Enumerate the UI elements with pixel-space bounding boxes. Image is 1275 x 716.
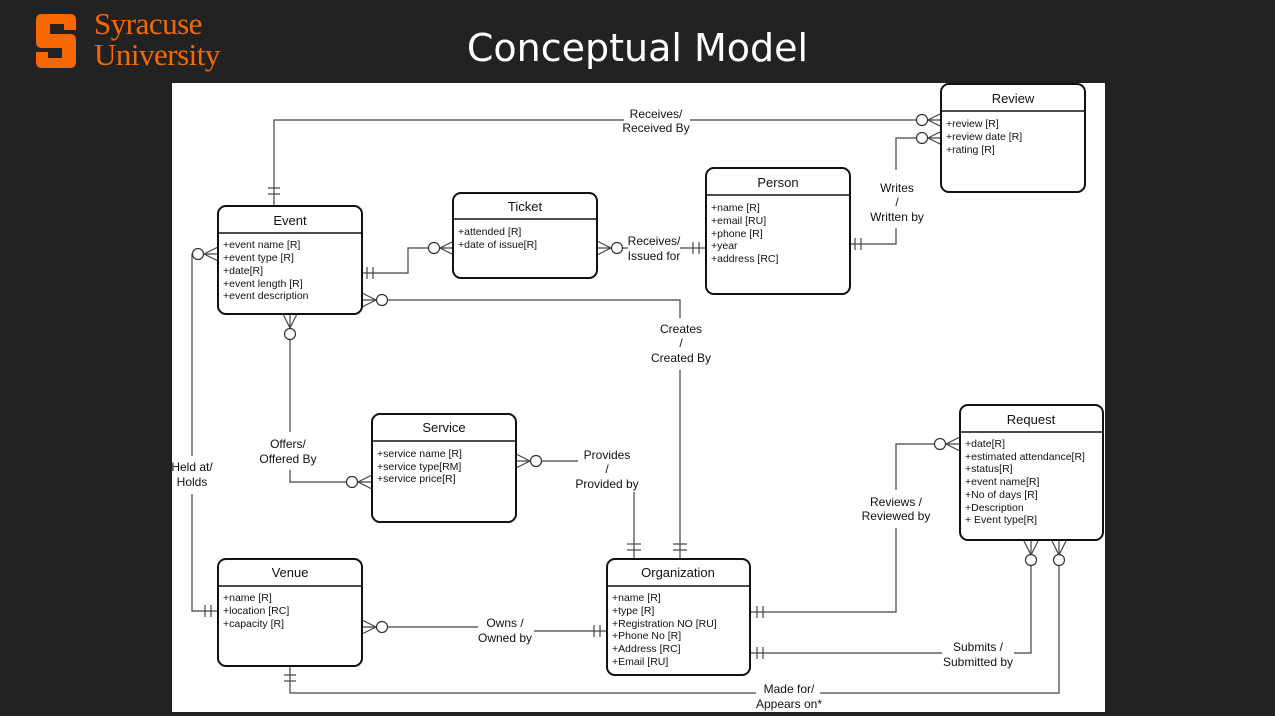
entity-attribute: +Phone No [R] xyxy=(612,630,681,642)
rel-provides-1: Provides xyxy=(584,448,631,462)
connector-event-review xyxy=(273,119,942,205)
entity-attribute: +review [R] xyxy=(946,118,999,130)
entity-request[interactable]: Request +date[R] +estimated attendance[R… xyxy=(959,404,1104,541)
entity-attribute: +Description xyxy=(965,502,1024,514)
entity-attribute: +email [RU] xyxy=(711,215,766,227)
entity-title: Venue xyxy=(272,565,309,580)
entity-attribute: +name [R] xyxy=(711,202,760,214)
entity-attribute: +Registration NO [RU] xyxy=(612,618,717,630)
er-diagram-canvas: Receives/ Received By Writes / Written b… xyxy=(171,83,1105,712)
entity-attribute: +No of days [R] xyxy=(965,489,1038,501)
rel-held-at-2: Holds xyxy=(177,475,208,489)
entity-attribute: +date[R] xyxy=(223,265,263,277)
slide-title: Conceptual Model xyxy=(466,26,809,70)
rel-reviews-1: Reviews / xyxy=(870,495,923,509)
logo-line-2: University xyxy=(94,37,220,72)
entity-attribute: +event type [R] xyxy=(223,252,294,264)
entity-title: Person xyxy=(757,175,798,190)
logo-line-1: Syracuse xyxy=(94,6,202,41)
rel-offers-2: Offered By xyxy=(259,452,316,466)
er-diagram: Receives/ Received By Writes / Written b… xyxy=(171,83,1104,711)
rel-submits-1: Submits / xyxy=(953,640,1004,654)
entity-attribute: +location [RC] xyxy=(223,605,289,617)
rel-held-at-1: Held at/ xyxy=(172,460,213,474)
entity-attribute: +review date [R] xyxy=(946,131,1022,143)
entity-attribute: +estimated attendance[R] xyxy=(965,451,1085,463)
connector-event-ticket xyxy=(362,247,454,274)
entity-event[interactable]: Event +event name [R] +event type [R] +d… xyxy=(217,205,363,315)
rel-receives-issued-for-2: Issued for xyxy=(628,249,681,263)
rel-creates-2: / xyxy=(679,336,683,350)
connector-event-venue xyxy=(191,253,218,612)
rel-owns-2: Owned by xyxy=(478,631,532,645)
logo-wordmark: Syracuse University xyxy=(94,8,220,70)
rel-submits-2: Submitted by xyxy=(943,655,1013,669)
entity-attribute: +attended [R] xyxy=(458,226,521,238)
block-s-icon xyxy=(36,14,76,68)
rel-offers-1: Offers/ xyxy=(270,437,306,451)
connector-organization-request xyxy=(750,443,960,613)
rel-writes-1: Writes xyxy=(880,181,914,195)
connector-event-organization xyxy=(362,299,681,559)
entity-title: Review xyxy=(992,91,1035,106)
connector-organization-request-submits xyxy=(750,541,1032,654)
entity-organization[interactable]: Organization +name [R] +type [R] +Regist… xyxy=(606,558,751,676)
rel-writes-2: / xyxy=(895,195,899,209)
entity-review[interactable]: Review +review [R] +review date [R] +rat… xyxy=(940,83,1086,193)
entity-attribute: +date of issue[R] xyxy=(458,239,537,251)
rel-receives-issued-for-1: Receives/ xyxy=(628,234,681,248)
entity-attribute: +status[R] xyxy=(965,463,1013,475)
entity-ticket[interactable]: Ticket +attended [R] +date of issue[R] xyxy=(452,192,598,279)
entity-attribute: +event name [R] xyxy=(223,239,300,251)
rel-made-for-1: Made for/ xyxy=(764,682,815,696)
entity-attribute: +date[R] xyxy=(965,438,1005,450)
rel-provides-2: / xyxy=(605,462,609,476)
entity-attribute: +Address [RC] xyxy=(612,643,681,655)
rel-writes-3: Written by xyxy=(870,210,924,224)
entity-title: Event xyxy=(273,213,307,228)
entity-attribute: +type [R] xyxy=(612,605,654,617)
entity-title: Organization xyxy=(641,565,715,580)
rel-made-for-2: Appears on* xyxy=(756,697,822,711)
entity-title: Request xyxy=(1007,412,1056,427)
entity-title: Service xyxy=(422,420,465,435)
rel-receives-received-by-2: Received By xyxy=(622,121,689,135)
entity-venue[interactable]: Venue +name [R] +location [RC] +capacity… xyxy=(217,558,363,667)
entity-title: Ticket xyxy=(508,199,543,214)
entity-attribute: +name [R] xyxy=(223,592,272,604)
entity-attribute: +Email [RU] xyxy=(612,656,668,668)
rel-owns-1: Owns / xyxy=(486,616,524,630)
entity-attribute: +service type[RM] xyxy=(377,461,461,473)
rel-reviews-2: Reviewed by xyxy=(862,509,931,523)
connector-service-organization xyxy=(516,460,635,559)
entity-attribute: +rating [R] xyxy=(946,144,995,156)
rel-receives-received-by-1: Receives/ xyxy=(630,107,683,121)
entity-attribute: +address [RC] xyxy=(711,253,778,265)
entity-attribute: +event name[R] xyxy=(965,476,1040,488)
entity-attribute: +year xyxy=(711,240,738,252)
entity-person[interactable]: Person +name [R] +email [RU] +phone [R] … xyxy=(705,167,851,295)
rel-creates-3: Created By xyxy=(651,351,711,365)
rel-provides-3: Provided by xyxy=(575,477,638,491)
entity-service[interactable]: Service +service name [R] +service type[… xyxy=(371,413,517,523)
entity-attribute: +service price[R] xyxy=(377,473,456,485)
entity-attribute: + Event type[R] xyxy=(965,514,1037,526)
university-logo: Syracuse University xyxy=(32,8,252,80)
entity-attribute: +service name [R] xyxy=(377,448,462,460)
entity-attribute: +name [R] xyxy=(612,592,661,604)
entity-attribute: +event description xyxy=(223,290,309,302)
entity-attribute: +phone [R] xyxy=(711,228,763,240)
entity-attribute: +capacity [R] xyxy=(223,618,284,630)
rel-creates-1: Creates xyxy=(660,322,702,336)
entity-attribute: +event length [R] xyxy=(223,278,303,290)
